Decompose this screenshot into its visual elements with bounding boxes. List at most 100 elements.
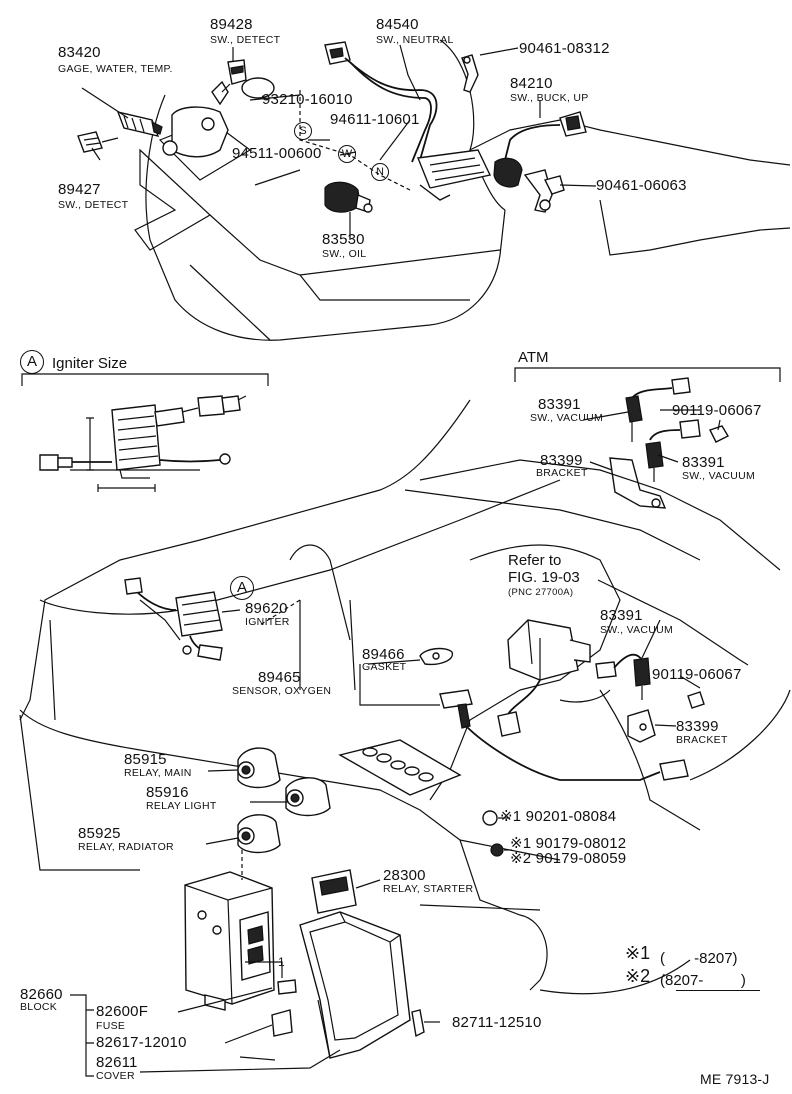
part-desc-89466: GASKET <box>362 661 407 673</box>
bolt-90201 <box>482 810 498 826</box>
part-number-83420: 83420 <box>58 44 101 61</box>
part-desc-84210: SW., BUCK, UP <box>510 92 589 104</box>
water-outlet-housing <box>162 106 229 158</box>
detect-switch-89427 <box>77 131 119 153</box>
control-unit-relay <box>497 619 617 737</box>
fuse-82600f <box>277 979 297 995</box>
part-number-83530: 83530 <box>322 231 365 248</box>
part-number-94511-00600: 94511-00600 <box>232 145 322 162</box>
refer-line-2: FIG. 19-03 <box>508 569 580 586</box>
part-number-82660: 82660 <box>20 986 63 1003</box>
part-number-89428: 89428 <box>210 16 253 33</box>
igniter-assembly <box>124 577 223 661</box>
oil-pressure-switch <box>324 181 373 213</box>
starter-relay <box>311 869 357 914</box>
part-desc-82611: COVER <box>96 1070 135 1082</box>
part-desc-85925: RELAY, RADIATOR <box>78 841 174 853</box>
part-number-83399-a: 83399 <box>540 452 583 469</box>
note-1-mark: ※1 <box>625 943 651 963</box>
note-2-mark: ※2 <box>625 966 651 986</box>
part-number-28300: 28300 <box>383 867 426 884</box>
circle-marker-s: S <box>294 122 312 140</box>
vacuum-switch-mid <box>613 653 705 743</box>
part-desc-82600f: FUSE <box>96 1020 126 1032</box>
neutral-switch <box>324 41 492 201</box>
battery <box>338 739 462 796</box>
drawing-code: ME 7913-J <box>700 1071 770 1087</box>
bracket-90461-06063 <box>523 169 565 213</box>
note-2-text: (8207- ) <box>660 972 746 989</box>
part-number-90119-b: 90119-06067 <box>652 666 742 683</box>
part-number-89465: 89465 <box>258 669 301 686</box>
part-number-83391-c: 83391 <box>600 607 643 624</box>
part-number-89427: 89427 <box>58 181 101 198</box>
atm-bracket <box>514 367 781 382</box>
part-number-90461-08312: 90461-08312 <box>519 40 610 57</box>
part-number-85916: 85916 <box>146 784 189 801</box>
part-number-90179-08059: ※2 90179-08059 <box>510 850 627 867</box>
light-relay <box>285 777 331 817</box>
small-label-1: 1 <box>278 955 285 969</box>
part-desc-89428: SW., DETECT <box>210 34 281 46</box>
fuse-block <box>184 871 275 1011</box>
back-up-switch <box>493 111 587 188</box>
circle-marker-n: N <box>371 163 389 181</box>
main-relay <box>237 747 281 789</box>
part-number-90119-a: 90119-06067 <box>672 402 762 419</box>
radiator-relay <box>237 814 281 854</box>
part-number-82611: 82611 <box>96 1054 138 1071</box>
part-number-89620: 89620 <box>245 600 288 617</box>
part-desc-82660: BLOCK <box>20 1001 58 1013</box>
part-number-84210: 84210 <box>510 75 553 92</box>
note-2-underline <box>676 990 760 991</box>
part-number-90179-08012: ※1 90179-08012 <box>510 835 627 852</box>
refer-line-3: (PNC 27700A) <box>508 587 574 598</box>
igniter-a-marker: A <box>230 576 254 600</box>
circle-marker-w: W <box>338 145 356 163</box>
part-number-84540: 84540 <box>376 16 419 33</box>
part-desc-83530: SW., OIL <box>322 248 367 260</box>
part-number-83391-a: 83391 <box>538 396 581 413</box>
igniter-size-bracket <box>21 373 269 386</box>
part-number-85925: 85925 <box>78 825 121 842</box>
part-desc-83420: GAGE, WATER, TEMP. <box>58 63 173 75</box>
atm-vacuum-switches <box>609 377 729 509</box>
part-desc-83399-b: BRACKET <box>676 734 728 746</box>
section-atm-title: ATM <box>518 349 549 366</box>
part-number-93210-16010: 93210-16010 <box>262 91 353 108</box>
bracket-90461-08312 <box>461 54 479 93</box>
leader-lines <box>70 44 749 1077</box>
fuse-holder-82617 <box>271 1009 293 1037</box>
part-desc-89427: SW., DETECT <box>58 199 129 211</box>
part-desc-89465: SENSOR, OXYGEN <box>232 685 332 697</box>
cover-leader-extra <box>239 1056 276 1061</box>
part-desc-84540: SW., NEUTRAL <box>376 34 454 46</box>
part-desc-28300: RELAY, STARTER <box>383 883 474 895</box>
oxygen-sensor <box>419 647 689 781</box>
part-number-85915: 85915 <box>124 751 167 768</box>
plug-93210 <box>241 77 275 99</box>
part-number-83399-b: 83399 <box>676 718 719 735</box>
part-desc-83391-a: SW., VACUUM <box>530 412 604 424</box>
part-desc-85916: RELAY LIGHT <box>146 800 217 812</box>
engine-outline <box>134 39 791 341</box>
nut-90179 <box>490 843 504 857</box>
part-number-82617: 82617-12010 <box>96 1034 187 1051</box>
part-number-82711: 82711-12510 <box>452 1014 542 1031</box>
part-number-90461-06063: 90461-06063 <box>596 177 687 194</box>
refer-line-1: Refer to <box>508 552 562 569</box>
part-number-94611-10601: 94611-10601 <box>330 111 420 128</box>
vehicle-body-outline <box>19 399 791 995</box>
detect-switch-89428 <box>211 59 247 106</box>
note-1-text: ( -8207) <box>660 950 738 967</box>
part-desc-85915: RELAY, MAIN <box>124 767 192 779</box>
igniter-size-drawing <box>39 395 247 492</box>
part-number-83391-b: 83391 <box>682 454 725 471</box>
fuse-block-cover <box>299 911 411 1059</box>
clip-82711 <box>411 1009 425 1038</box>
part-number-82600f: 82600F <box>96 1003 149 1020</box>
section-a-marker: A <box>20 350 44 374</box>
part-number-90201: ※1 90201-08084 <box>500 808 617 825</box>
section-a-title: Igniter Size <box>52 355 128 372</box>
